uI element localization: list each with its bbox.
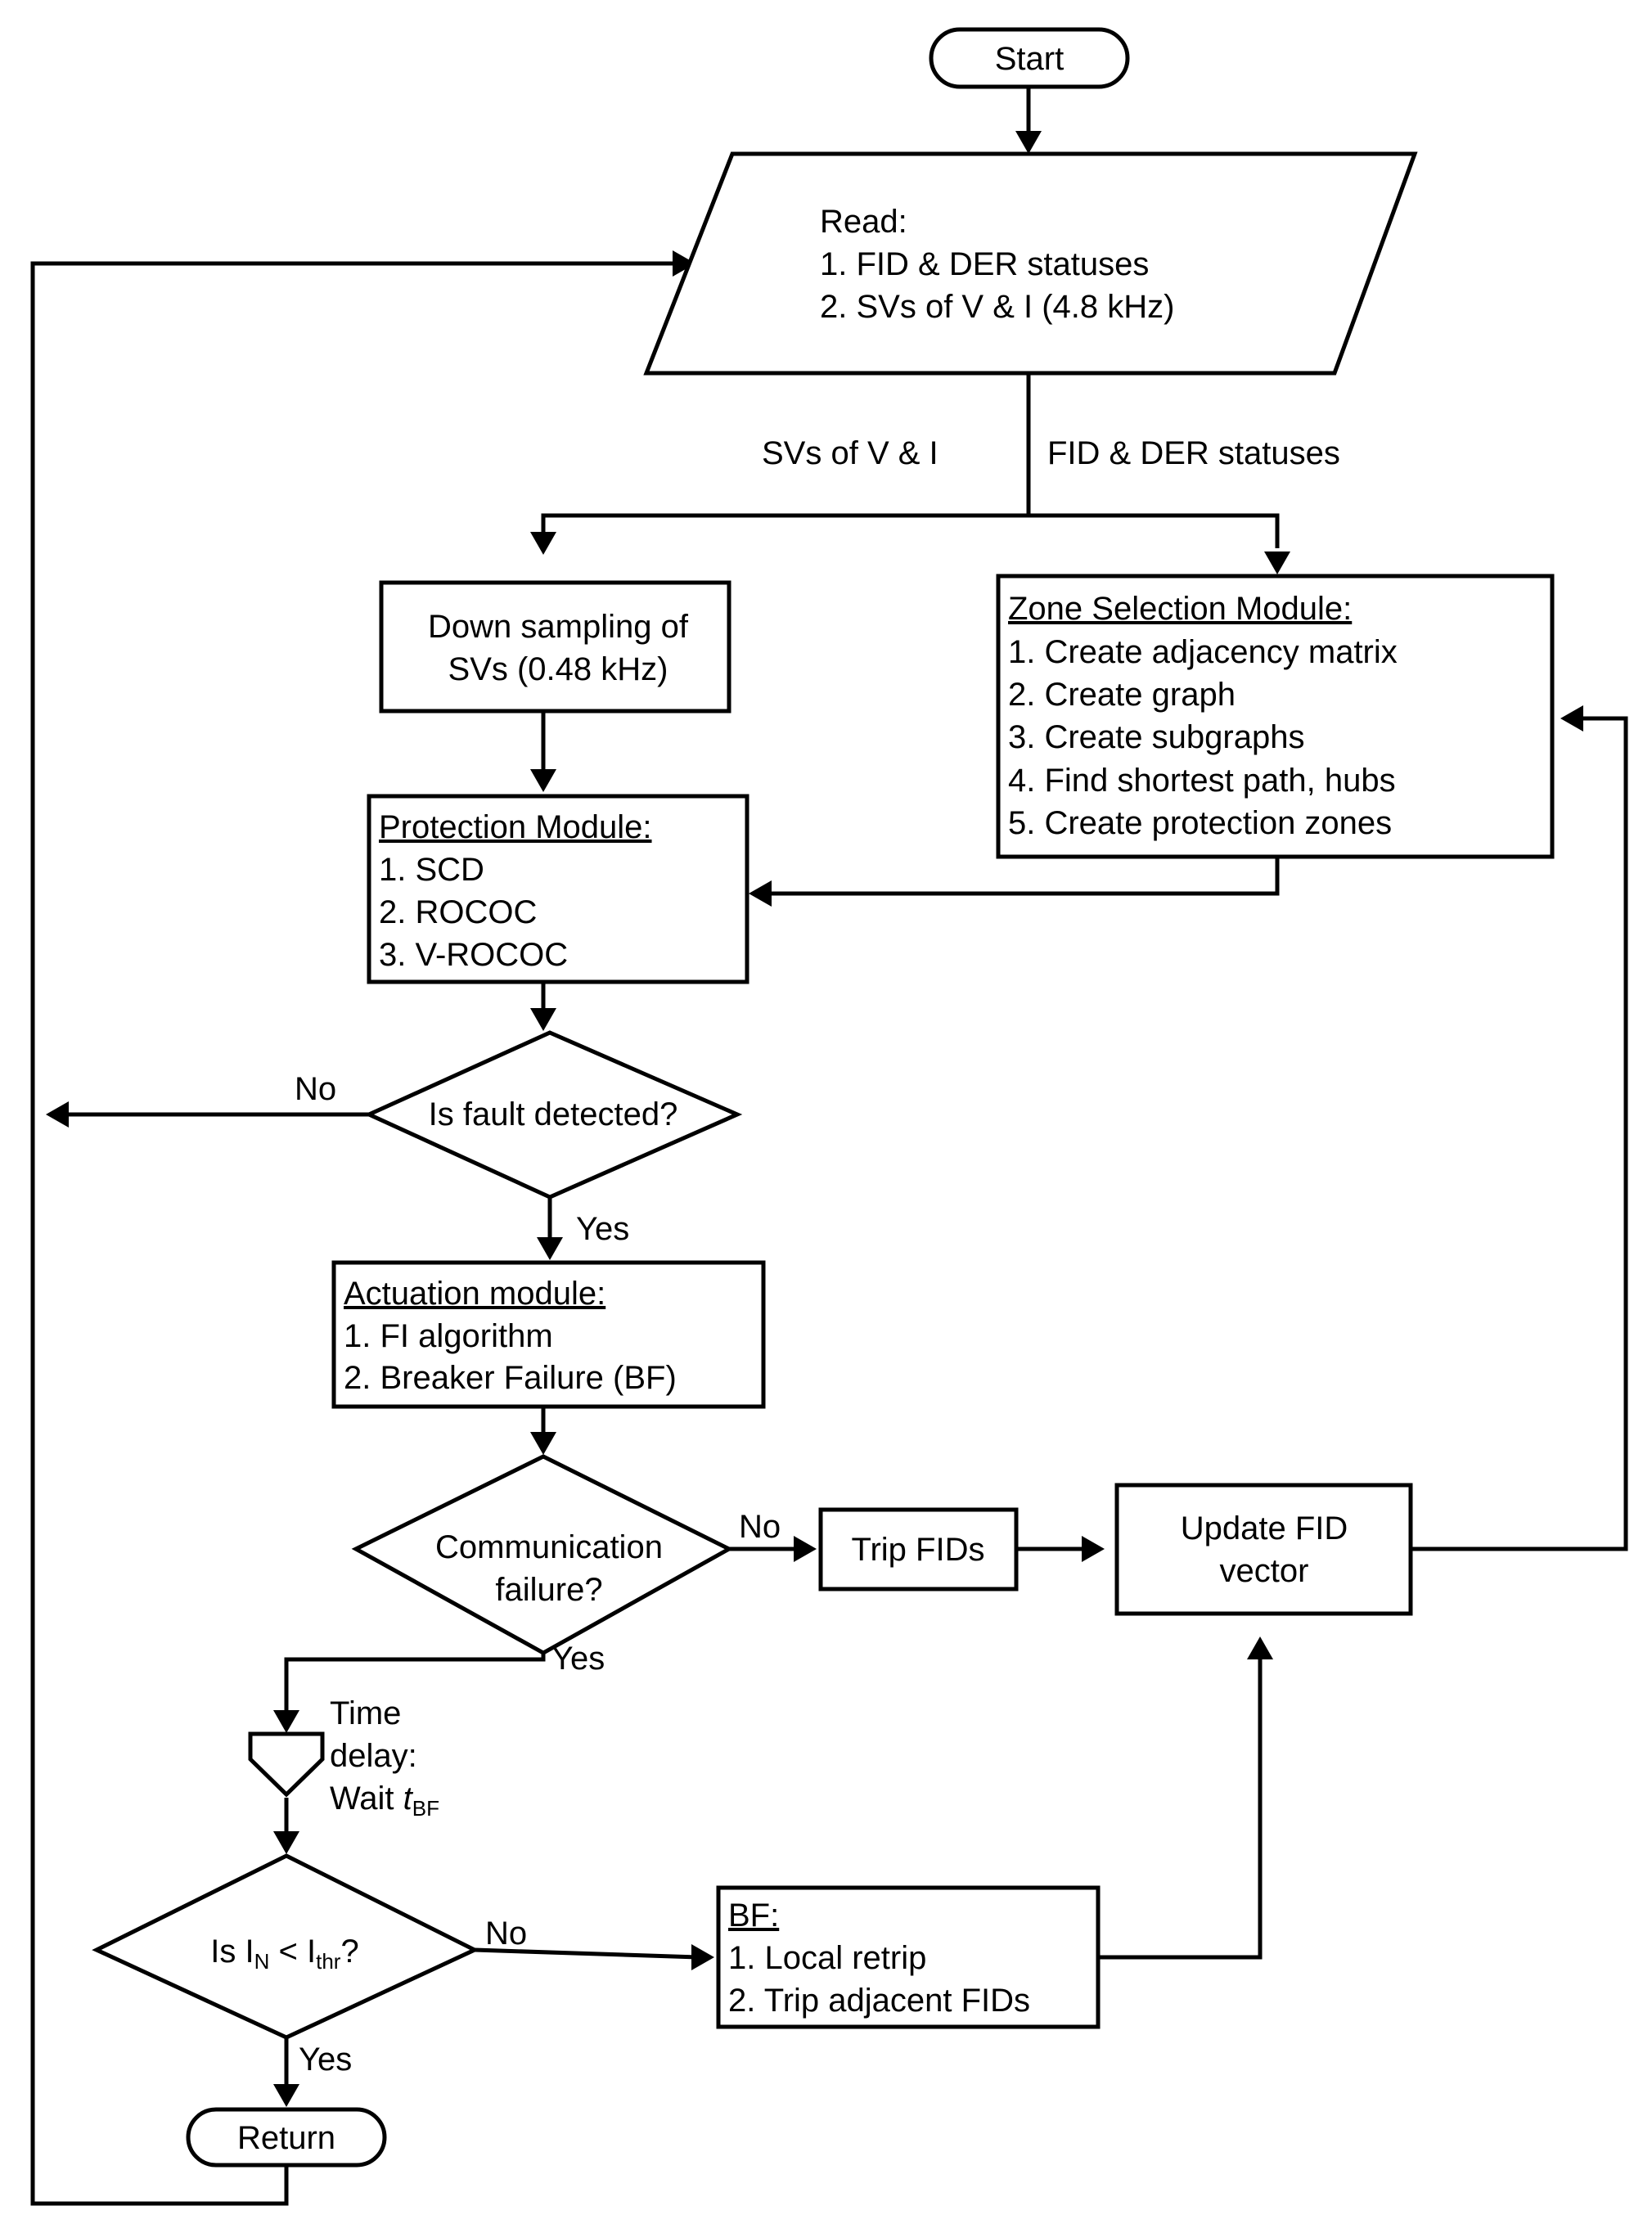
bf-item: 2. Trip adjacent FIDs	[728, 1983, 1030, 2019]
connector-current-no	[474, 1947, 699, 1960]
downsampling-line: Down sampling of	[428, 609, 689, 645]
read-item: 2. SVs of V & I (4.8 kHz)	[820, 289, 1174, 325]
current-question-middle: < I	[269, 1934, 316, 1970]
comm-question-line: Communication	[435, 1529, 663, 1565]
arrowhead-read	[1015, 131, 1042, 154]
arrowhead-return	[273, 2084, 299, 2107]
arrowhead-delay	[273, 1710, 299, 1733]
arrowhead-comm	[530, 1432, 556, 1455]
delay-line: delay:	[330, 1738, 417, 1774]
current-decision: Is IN < Ithr?	[92, 1853, 479, 2040]
arrowhead-trip	[794, 1536, 817, 1562]
zone-selection-title: Zone Selection Module:	[1008, 591, 1352, 627]
current-yes-label: Yes	[299, 2042, 352, 2078]
zone-selection-box: Zone Selection Module: 1. Create adjacen…	[996, 574, 1555, 859]
protection-box: Protection Module: 1. SCD 2. ROCOC 3. V-…	[367, 794, 749, 984]
connector-zone-protection	[765, 857, 1280, 896]
actuation-item: 1. FI algorithm	[344, 1318, 553, 1354]
current-question-sub1: N	[254, 1949, 270, 1974]
delay-wait-text: Wait	[330, 1781, 403, 1817]
return-label: Return	[237, 2120, 335, 2156]
comm-question-line: failure?	[495, 1572, 602, 1608]
bf-box: BF: 1. Local retrip 2. Trip adjacent FID…	[716, 1885, 1101, 2029]
read-item: 1. FID & DER statuses	[820, 246, 1149, 282]
zone-selection-item: 2. Create graph	[1008, 677, 1236, 713]
arrowhead-update	[1082, 1536, 1105, 1562]
downsampling-line: SVs (0.48 kHz)	[448, 651, 668, 687]
current-question-prefix: Is I	[210, 1934, 254, 1970]
delay-variable: t	[403, 1781, 414, 1817]
protection-title: Protection Module:	[379, 809, 652, 845]
fault-no-label: No	[295, 1071, 336, 1107]
update-line: Update FID	[1181, 1510, 1348, 1546]
protection-item: 1. SCD	[379, 852, 484, 888]
arrowhead-zone-side	[1560, 705, 1583, 732]
comm-no-label: No	[739, 1509, 781, 1545]
trip-box: Trip FIDs	[818, 1507, 1019, 1591]
comm-yes-label: Yes	[551, 1641, 605, 1677]
bf-item: 1. Local retrip	[728, 1940, 926, 1976]
protection-item: 3. V-ROCOC	[379, 937, 568, 973]
fault-yes-label: Yes	[576, 1211, 629, 1247]
current-question-suffix: ?	[340, 1934, 358, 1970]
start-terminal: Start	[929, 27, 1130, 89]
connector-bf-update	[1098, 1653, 1263, 1960]
zone-selection-item: 4. Find shortest path, hubs	[1008, 763, 1396, 799]
arrowhead-protection-side	[749, 880, 772, 907]
zone-selection-item: 3. Create subgraphs	[1008, 719, 1304, 755]
actuation-title: Actuation module:	[344, 1276, 605, 1312]
update-box: Update FID vector	[1114, 1483, 1413, 1616]
bf-title: BF:	[728, 1898, 779, 1934]
read-title: Read:	[820, 204, 907, 240]
current-no-label: No	[485, 1916, 527, 1952]
arrowhead-bf	[691, 1944, 714, 1970]
arrowhead-fault	[530, 1008, 556, 1031]
start-label: Start	[995, 41, 1064, 77]
connector-loop-back	[30, 261, 679, 2206]
arrowhead-update-bottom	[1247, 1636, 1273, 1659]
delay-shape	[248, 1731, 325, 1798]
trip-label: Trip FIDs	[852, 1532, 985, 1568]
branch-label-statuses: FID & DER statuses	[1047, 435, 1340, 471]
current-question: Is IN < Ithr?	[210, 1934, 358, 1974]
actuation-item: 2. Breaker Failure (BF)	[344, 1360, 677, 1396]
arrowhead-loop	[673, 250, 695, 277]
arrowhead-downsampling	[530, 532, 556, 555]
connector-split	[541, 513, 1280, 548]
actuation-box: Actuation module: 1. FI algorithm 2. Bre…	[331, 1260, 766, 1409]
delay-wait: Wait tBF	[330, 1781, 439, 1821]
connector-update-zone	[1411, 716, 1628, 1551]
branch-label-svs: SVs of V & I	[762, 435, 939, 471]
protection-item: 2. ROCOC	[379, 894, 537, 930]
comm-decision: Communication failure?	[351, 1454, 734, 1655]
arrowhead-fault-no	[46, 1101, 69, 1128]
arrowhead-protection	[530, 769, 556, 792]
arrowhead-actuation	[537, 1237, 563, 1260]
fault-question: Is fault detected?	[429, 1096, 678, 1132]
downsampling-box: Down sampling of SVs (0.48 kHz)	[379, 580, 731, 714]
read-input-shape: Read: 1. FID & DER statuses 2. SVs of V …	[643, 151, 1418, 376]
delay-line: Time	[330, 1695, 401, 1731]
arrowheads	[46, 131, 1583, 2107]
return-terminal: Return	[186, 2107, 387, 2168]
zone-selection-item: 5. Create protection zones	[1008, 805, 1392, 841]
fault-decision: Is fault detected?	[363, 1030, 743, 1200]
update-line: vector	[1220, 1553, 1309, 1589]
zone-selection-item: 1. Create adjacency matrix	[1008, 634, 1398, 670]
current-question-sub2: thr	[316, 1949, 341, 1974]
delay-variable-subscript: BF	[412, 1796, 439, 1821]
connector-comm-yes	[284, 1653, 546, 1717]
arrowhead-zone	[1264, 551, 1290, 574]
arrowhead-current	[273, 1831, 299, 1854]
